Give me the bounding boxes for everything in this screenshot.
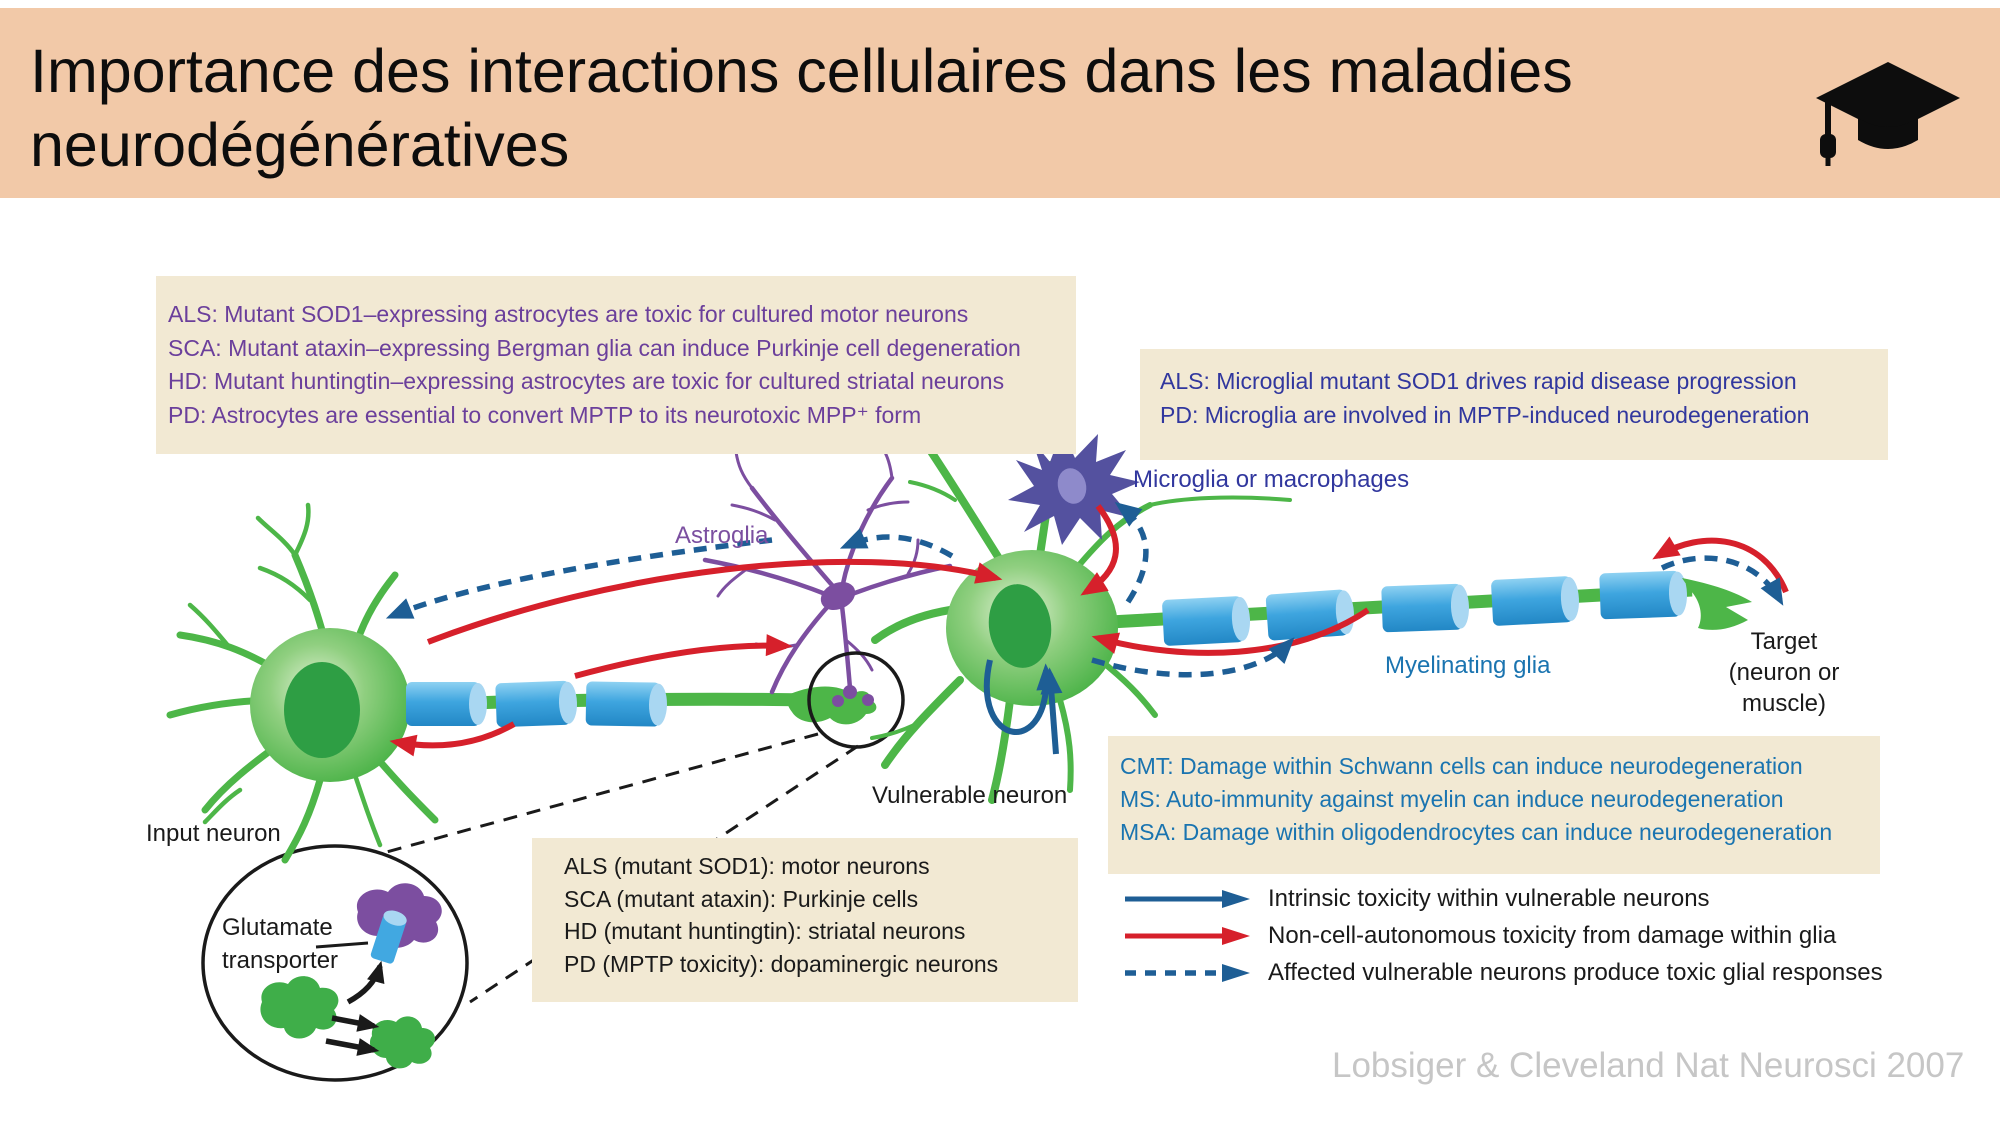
- cell-types-box-line: ALS (mutant SOD1): motor neurons: [564, 853, 930, 879]
- legend-row: Intrinsic toxicity within vulnerable neu…: [1122, 880, 1883, 917]
- astrocyte-box-line: PD: Astrocytes are essential to convert …: [168, 401, 922, 428]
- microglia-findings-box: ALS: Microglial mutant SOD1 drives rapid…: [1140, 349, 1888, 460]
- label-astroglia: Astroglia: [675, 522, 769, 549]
- label-microglia: Microglia or macrophages: [1133, 466, 1410, 493]
- label-input-neuron: Input neuron: [146, 820, 281, 847]
- synapse-magnifier-circle: [807, 651, 905, 749]
- citation: Lobsiger & Cleveland Nat Neurosci 2007: [1332, 1046, 1965, 1085]
- label-glutamate-line-2: transporter: [222, 947, 339, 974]
- myelin-box-line: MS: Auto-immunity against myelin can ind…: [1120, 786, 1784, 812]
- input-neuron-graphic: [166, 502, 877, 864]
- cell-types-box-line: SCA (mutant ataxin): Purkinje cells: [564, 885, 919, 912]
- label-glutamate-transporter: Glutamate transporter: [222, 911, 372, 977]
- microglia-nucleus: [1057, 468, 1087, 504]
- label-myelinating-glia: Myelinating glia: [1385, 652, 1551, 679]
- astrocyte-box-line: ALS: Mutant SOD1–expressing astrocytes a…: [168, 301, 969, 327]
- vulnerable-neuron-nucleus: [988, 584, 1052, 668]
- red-solid-arrow-icon: [1125, 926, 1250, 945]
- disease-cell-types-box: ALS (mutant SOD1): motor neurons SCA (mu…: [532, 838, 1078, 1002]
- astrocyte-findings-box: ALS: Mutant SOD1–expressing astrocytes a…: [156, 276, 1076, 454]
- microglia-box-line: PD: Microglia are involved in MPTP-induc…: [1160, 401, 1810, 428]
- axon-terminal-arrowhead: [1682, 578, 1752, 630]
- myelin-axon-graphic: [1162, 570, 1688, 646]
- microglia-box-line: ALS: Microglial mutant SOD1 drives rapid…: [1160, 368, 1797, 394]
- legend-label: Intrinsic toxicity within vulnerable neu…: [1268, 884, 1710, 912]
- cell-types-box-line: PD (MPTP toxicity): dopaminergic neurons: [564, 950, 999, 977]
- title-line-1: Importance des interactions cellulaires …: [30, 37, 1573, 105]
- synapse-terminal-shape: [787, 686, 877, 725]
- myelin-box-line: MSA: Damage within oligodendrocytes can …: [1120, 819, 1833, 845]
- input-neuron-nucleus: [284, 662, 360, 758]
- glutamate-blob-1: [260, 976, 339, 1039]
- title-line-2: neurodégénératives: [30, 111, 570, 179]
- cell-types-box-line: HD (mutant huntingtin): striatal neurons: [564, 918, 966, 944]
- astroglia-graphic: [702, 438, 953, 707]
- microglia-graphic: [1008, 430, 1140, 545]
- glutamate-detail-graphic: [201, 844, 469, 1082]
- label-target-line-1: Target: [1750, 628, 1818, 655]
- graduation-cap-icon: [1816, 62, 1960, 166]
- input-axon-myelin-graphic: [406, 680, 668, 728]
- legend-row: Non-cell-autonomous toxicity from damage…: [1122, 917, 1883, 954]
- slide-header: Importance des interactions cellulaires …: [0, 8, 2000, 198]
- label-vulnerable-neuron: Vulnerable neuron: [872, 782, 1068, 809]
- arrow-legend: Intrinsic toxicity within vulnerable neu…: [1122, 880, 1883, 991]
- blue-solid-arrow-icon: [1125, 889, 1250, 908]
- glutamate-blob-2: [369, 1016, 436, 1069]
- blue-dashed-arrow-icon: [1125, 963, 1250, 982]
- label-target: Target (neuron or muscle): [1688, 626, 1880, 719]
- myelin-findings-box: CMT: Damage within Schwann cells can ind…: [1108, 736, 1880, 874]
- legend-label: Affected vulnerable neurons produce toxi…: [1268, 958, 1883, 986]
- astrocyte-box-line: SCA: Mutant ataxin–expressing Bergman gl…: [168, 334, 1021, 361]
- glutamate-transporter-cylinder: [370, 910, 407, 964]
- astrocyte-box-line: HD: Mutant huntingtin–expressing astrocy…: [168, 368, 1005, 394]
- myelin-box-line: CMT: Damage within Schwann cells can ind…: [1120, 753, 1803, 779]
- legend-row: Affected vulnerable neurons produce toxi…: [1122, 954, 1883, 991]
- legend-label: Non-cell-autonomous toxicity from damage…: [1268, 921, 1837, 949]
- label-target-line-2: (neuron or muscle): [1728, 659, 1840, 717]
- label-glutamate-line-1: Glutamate: [222, 914, 333, 941]
- page-title: Importance des interactions cellulaires …: [30, 34, 1573, 182]
- toxicity-arrows: [385, 502, 1789, 757]
